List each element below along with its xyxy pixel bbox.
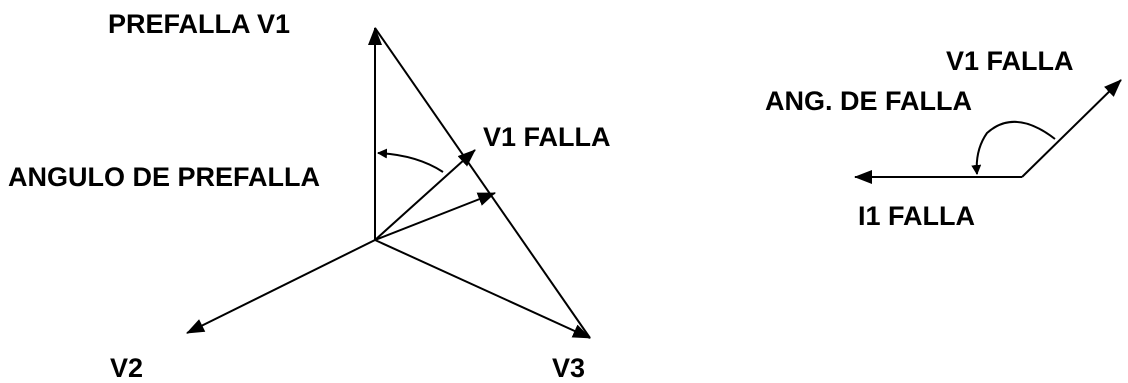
left-phasor-group — [186, 27, 591, 339]
ang-de-falla-label: ANG. DE FALLA — [765, 86, 972, 116]
v1-v3-side-line — [374, 27, 591, 339]
ang-de-falla-arc — [971, 120, 1056, 175]
v1-falla-right-label: V1 FALLA — [946, 46, 1074, 76]
angulo-prefalla-label: ANGULO DE PREFALLA — [8, 162, 320, 192]
right-phasor-group — [854, 79, 1122, 184]
internal-vector — [374, 192, 496, 241]
prefalla-v1-label: PREFALLA V1 — [108, 9, 290, 39]
v3-vector — [374, 239, 591, 339]
v1-falla-left-label: V1 FALLA — [483, 122, 611, 152]
i1-falla-label: I1 FALLA — [858, 201, 975, 231]
v1-falla-right-vector — [1021, 79, 1122, 178]
v2-vector — [186, 239, 376, 334]
v2-label: V2 — [110, 353, 143, 383]
v1-falla-vector — [374, 149, 476, 241]
v3-label: V3 — [552, 353, 585, 383]
angulo-prefalla-arc — [377, 148, 444, 173]
